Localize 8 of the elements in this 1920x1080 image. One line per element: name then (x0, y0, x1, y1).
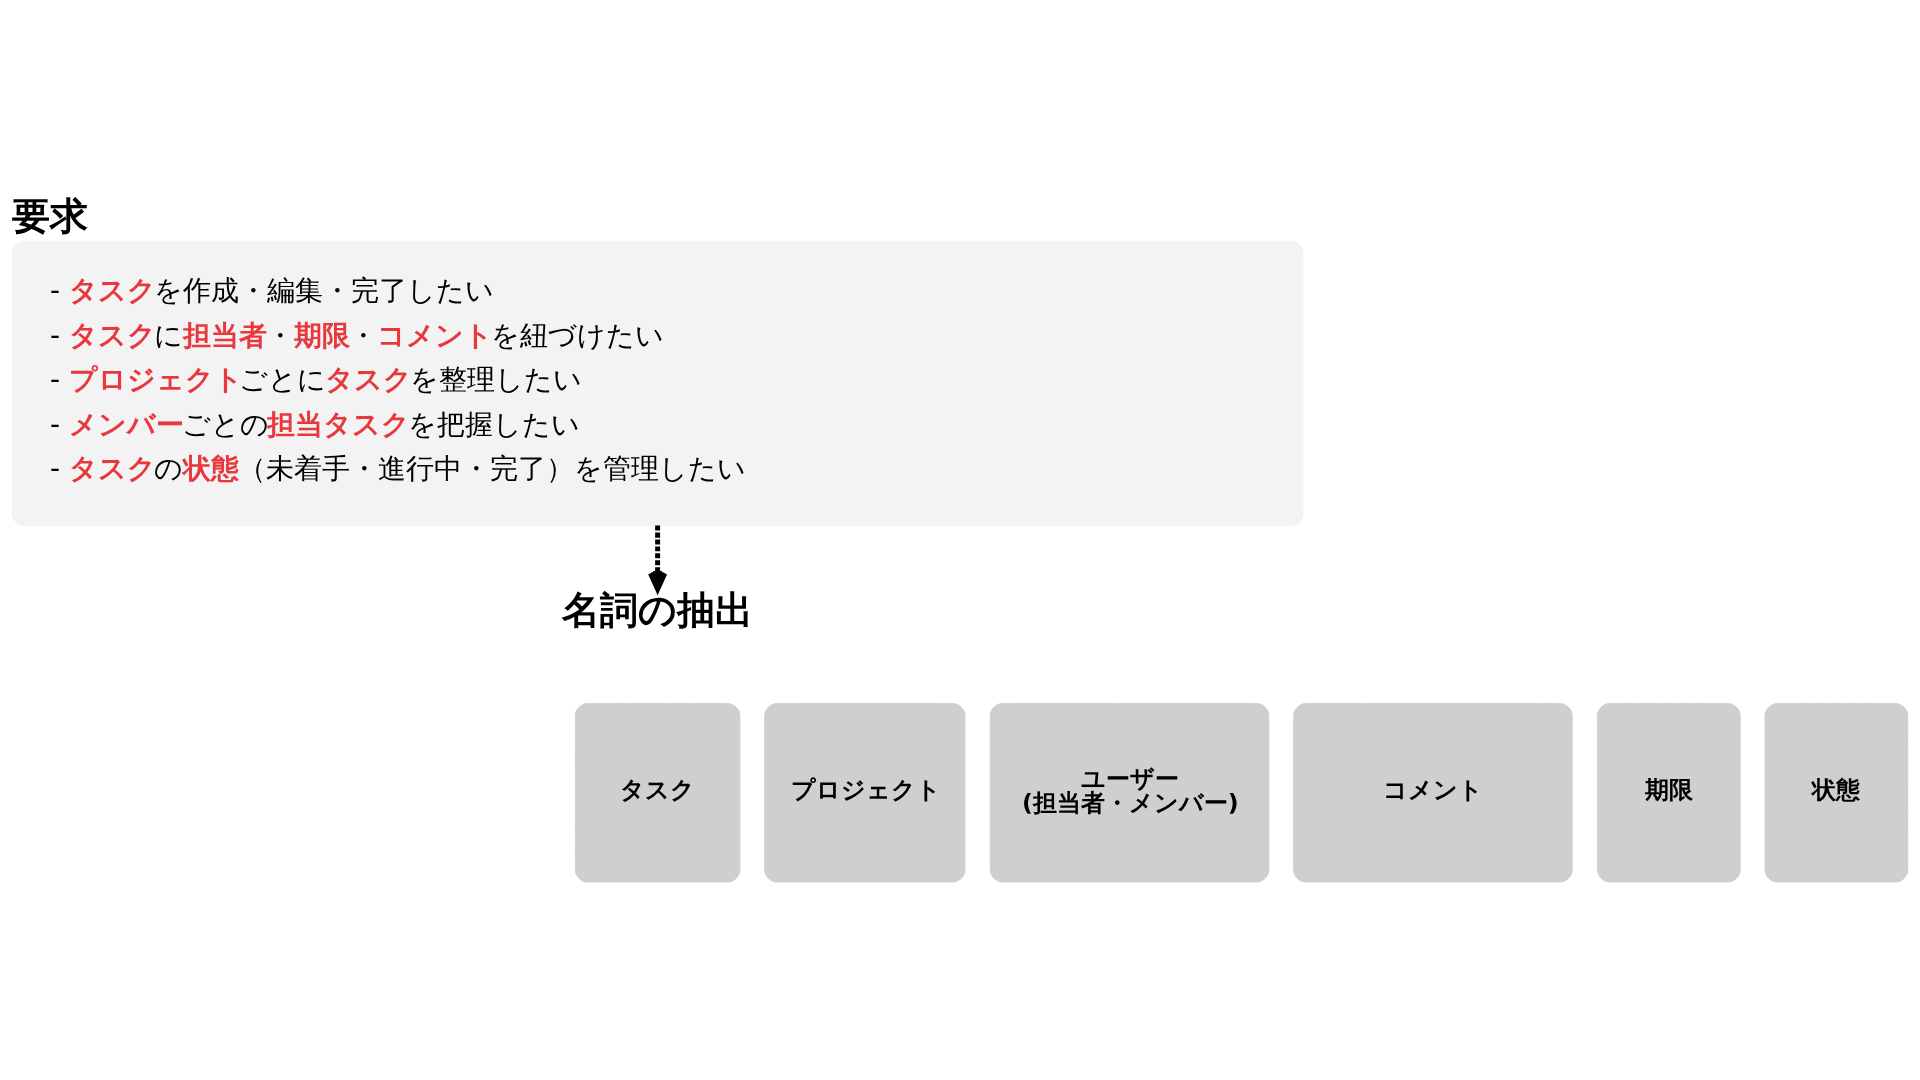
node-box: ユーザー (担当者・メンバー) (989, 702, 1270, 883)
node-box: 状態 (1764, 702, 1909, 883)
node-text: 名詞の抽出 (561, 587, 753, 632)
node-label: 要求 (12, 193, 89, 238)
node-box: 期限 (1596, 702, 1741, 883)
node-box: コメント (1293, 702, 1573, 883)
node-box: タスク (574, 702, 741, 883)
node-box: プロジェクト (764, 702, 966, 883)
